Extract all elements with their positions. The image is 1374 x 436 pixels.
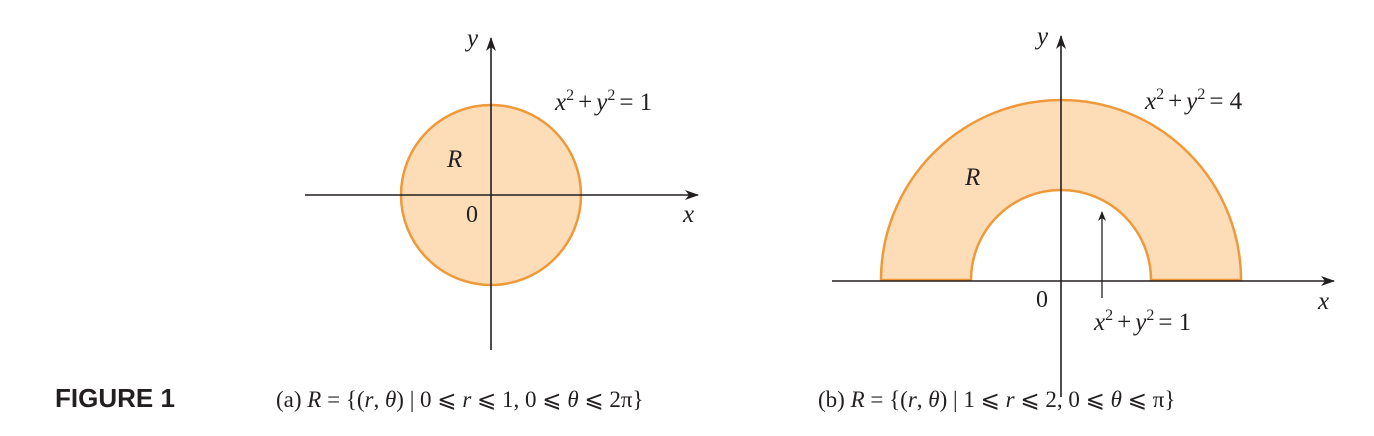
half-annulus-region: [879, 98, 1243, 282]
origin-label: 0: [1036, 287, 1048, 313]
circle-equation: x2+y2= 1: [554, 87, 652, 116]
x-axis-label: x: [1317, 288, 1329, 315]
caption-a: (a) R = {(r, θ) | 0 ⩽ r ⩽ 1, 0 ⩽ θ ⩽ 2π}: [276, 387, 644, 412]
region-label: R: [446, 146, 462, 173]
panel-a: y x 0 R x2+y2= 1: [305, 25, 699, 350]
figure-label: FIGURE 1: [55, 383, 175, 413]
region-label: R: [964, 164, 980, 191]
caption-b: (b) R = {(r, θ) | 1 ⩽ r ⩽ 2, 0 ⩽ θ ⩽ π}: [818, 387, 1175, 412]
y-axis-label: y: [1034, 23, 1049, 50]
inner-circle-equation: x2+y2= 1: [1093, 307, 1191, 336]
panel-b: y x 0 R x2+y2= 4 x2+y2= 1: [832, 23, 1335, 397]
origin-label: 0: [466, 202, 478, 228]
outer-circle-equation: x2+y2= 4: [1144, 86, 1243, 115]
y-axis-label: y: [464, 25, 479, 52]
x-axis-label: x: [682, 201, 694, 228]
